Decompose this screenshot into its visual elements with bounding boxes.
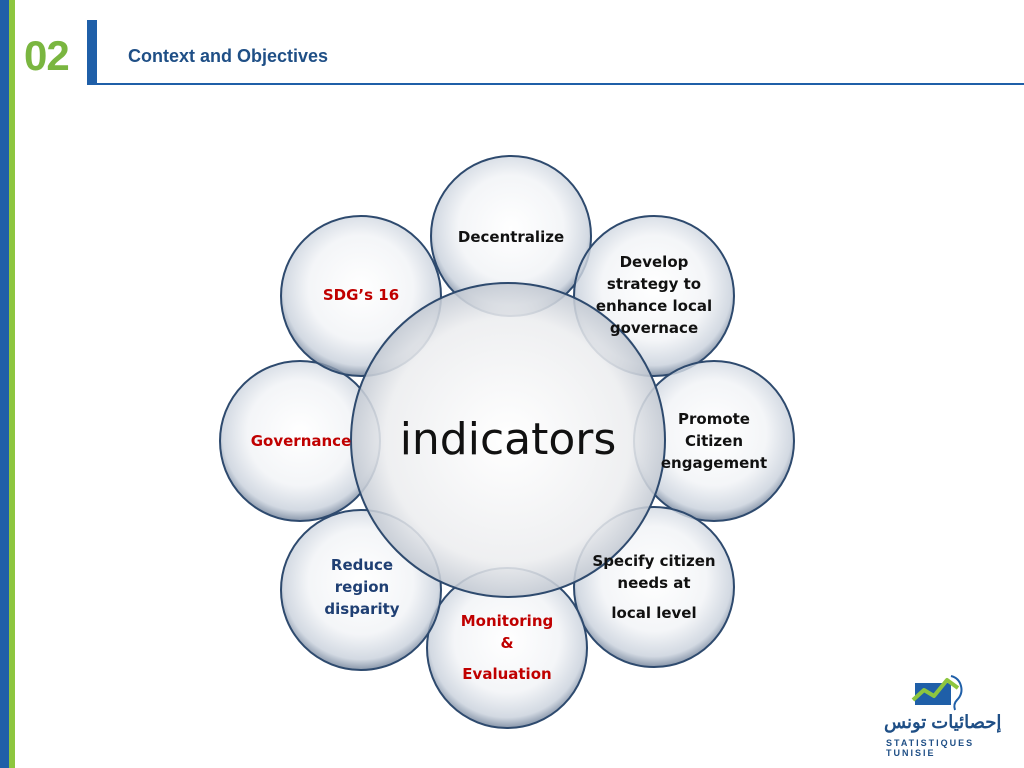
header-divider-bar <box>87 20 97 84</box>
left-stripe-green <box>9 0 15 768</box>
label-specify-line1: Specify citizen needs at <box>592 552 716 592</box>
left-stripe-blue <box>0 0 9 768</box>
circle-center <box>350 282 666 598</box>
slide-title: Context and Objectives <box>128 46 329 66</box>
label-monitoring-line2: Evaluation <box>462 665 552 683</box>
label-specify-line2: local level <box>611 604 697 622</box>
label-develop: Develop strategy to enhance local govern… <box>595 253 713 337</box>
label-promote: Promote Citizen engagement <box>660 410 768 472</box>
section-number: 02 <box>24 32 70 79</box>
label-sdg: SDG’s 16 <box>322 286 400 304</box>
label-monitoring-line1: Monitoring & <box>460 612 554 652</box>
label-governance: Governance <box>250 432 352 450</box>
label-center-indicators: indicators <box>399 414 617 465</box>
label-reduce: Reduce region disparity <box>324 556 400 618</box>
label-decentralize: Decentralize <box>457 228 565 246</box>
header-underline <box>87 83 1024 85</box>
logo-latin-text: STATISTIQUES TUNISIE <box>886 738 975 758</box>
logo-arabic-text: إحصائيات تونس <box>884 712 1002 732</box>
statistiques-tunisie-logo-icon <box>911 675 963 711</box>
